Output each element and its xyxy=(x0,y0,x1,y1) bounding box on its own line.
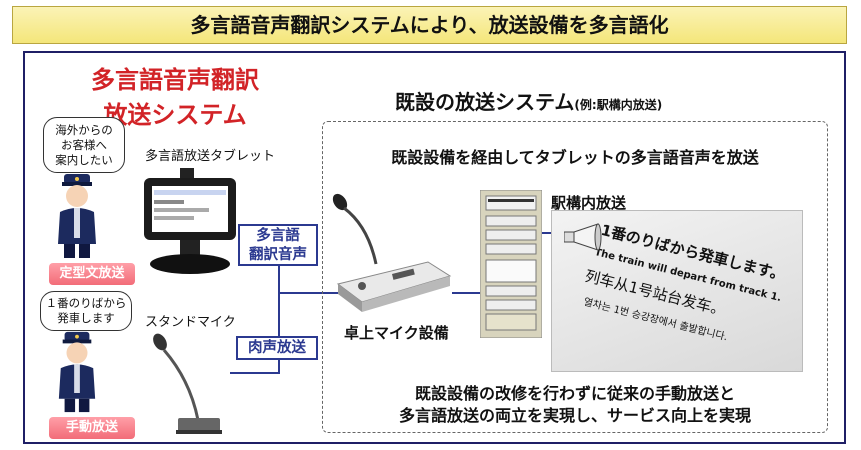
amplifier-rack-icon xyxy=(480,190,542,338)
tablet-label: 多言語放送タブレット xyxy=(145,149,276,164)
tablet-icon xyxy=(144,168,236,274)
speech-bubble-foreign: 海外からの お客様へ 案内したい xyxy=(43,117,125,173)
translated-voice-line: 多言語 xyxy=(256,228,300,244)
translated-voice-line: 翻訳音声 xyxy=(249,247,307,263)
route-description: 既設設備を経由してタブレットの多言語音声を放送 xyxy=(391,148,759,167)
station-staff-icon xyxy=(58,174,96,258)
system-title: 多言語音声翻訳 放送システム xyxy=(60,60,290,130)
connector-line xyxy=(452,292,482,294)
conclusion-line: 多言語放送の両立を実現し、サービス向上を実現 xyxy=(398,406,751,425)
conclusion-line: 既設設備の改修を行わずに従来の手動放送と xyxy=(414,384,735,403)
connector-line xyxy=(230,372,280,374)
bubble-text: 発車します xyxy=(57,311,115,325)
bubble-text: 案内したい xyxy=(55,153,113,167)
existing-system-note: (例:駅構内放送) xyxy=(574,98,663,112)
station-staff-icon xyxy=(58,331,96,413)
existing-system-title-text: 既設の放送システム xyxy=(395,90,575,114)
desk-mic-icon xyxy=(332,193,452,312)
stand-mic-icon xyxy=(153,333,222,434)
connector-line xyxy=(278,247,280,373)
header-banner: 多言語音声翻訳システムにより、放送設備を多言語化 xyxy=(12,6,847,44)
station-broadcast-label: 駅構内放送 xyxy=(551,194,627,212)
speaker-icon xyxy=(564,223,602,251)
fixed-phrase-badge: 定型文放送 xyxy=(49,263,135,285)
connector-line xyxy=(278,292,338,294)
translated-voice-label: 多言語 翻訳音声 xyxy=(238,224,318,266)
bubble-text: １番のりばから xyxy=(45,296,127,310)
existing-system-box xyxy=(322,121,828,433)
existing-system-title: 既設の放送システム(例:駅構内放送) xyxy=(395,86,662,115)
conclusion-text: 既設設備の改修を行わずに従来の手動放送と 多言語放送の両立を実現し、サービス向上… xyxy=(335,383,815,427)
system-title-line1: 多言語音声翻訳 xyxy=(91,66,259,94)
stand-mic-label: スタンドマイク xyxy=(145,315,236,330)
live-voice-label: 肉声放送 xyxy=(236,336,318,360)
speech-bubble-departure: １番のりばから 発車します xyxy=(40,291,132,331)
manual-broadcast-badge: 手動放送 xyxy=(49,417,135,439)
bubble-text: お客様へ xyxy=(61,138,107,152)
system-title-line2: 放送システム xyxy=(103,101,247,129)
desk-mic-label: 卓上マイク設備 xyxy=(344,324,449,342)
bubble-text: 海外からの xyxy=(55,123,113,137)
